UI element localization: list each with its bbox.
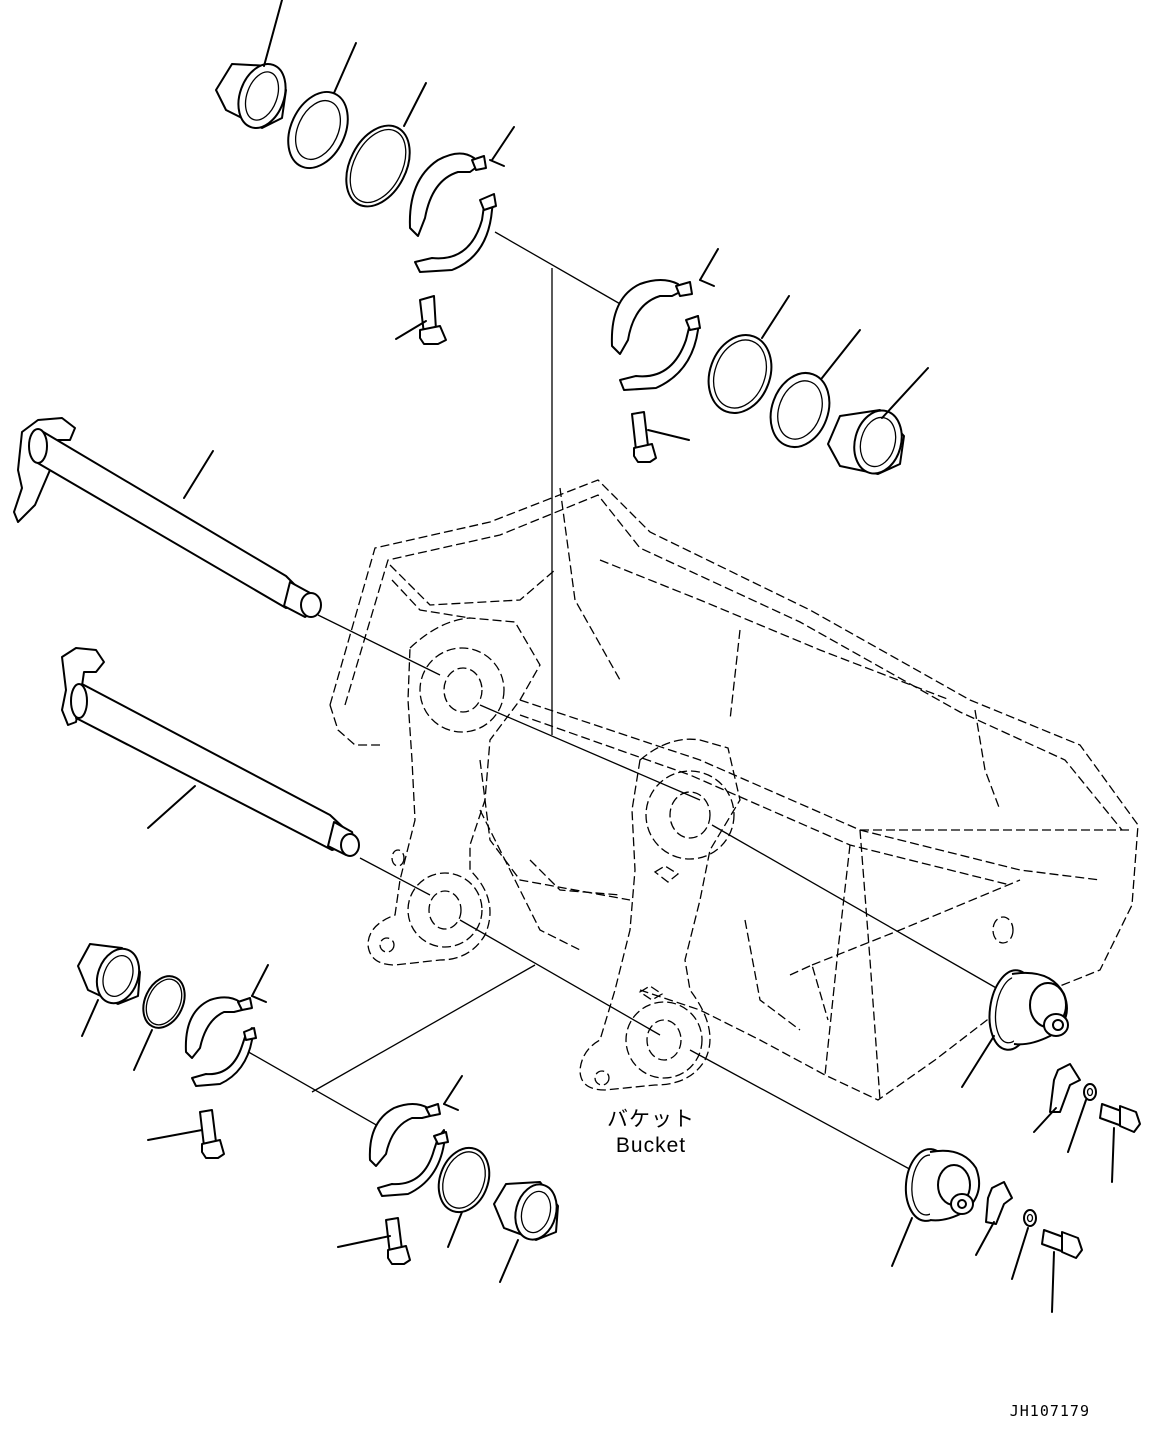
bolt-upper-right xyxy=(1100,1104,1140,1132)
split-retainer-top-right xyxy=(612,280,700,390)
end-cap-upper-right xyxy=(985,967,1068,1052)
assembly-lines xyxy=(245,232,1005,1172)
left-mounting-bracket xyxy=(368,618,540,965)
bolt-top-left xyxy=(420,296,446,344)
washer-upper-right xyxy=(1084,1084,1096,1100)
lower-pin xyxy=(62,648,359,856)
bushing-top-right xyxy=(828,405,908,479)
bushing-bottom-left xyxy=(78,943,146,1009)
o-ring-top-right xyxy=(698,326,782,422)
split-retainer-bottom-left xyxy=(186,997,256,1086)
split-retainer-top-left xyxy=(410,153,496,272)
bolt-bottom-left xyxy=(200,1110,224,1158)
end-cap-lower-right xyxy=(903,1147,979,1223)
bucket-label-japanese: バケット xyxy=(607,1108,695,1131)
o-ring-top-left xyxy=(334,115,423,217)
lock-plate-upper-right xyxy=(1050,1064,1080,1112)
drawing-code: JH107179 xyxy=(1010,1402,1090,1420)
bushing-top-left xyxy=(216,57,294,134)
bucket-label-english: Bucket xyxy=(616,1134,686,1157)
o-ring-bottom-left xyxy=(135,969,192,1034)
bolt-bottom-middle xyxy=(386,1218,410,1264)
o-ring-bottom-middle xyxy=(430,1141,498,1219)
right-mounting-bracket xyxy=(580,739,740,1090)
bolt-top-right xyxy=(632,412,656,462)
shim-top-right xyxy=(761,365,840,456)
shim-top-left xyxy=(277,82,360,177)
washer-lower-right xyxy=(1024,1210,1036,1226)
bushing-bottom-middle xyxy=(494,1180,563,1244)
leader-lines xyxy=(82,0,1114,1312)
bolt-lower-right xyxy=(1042,1230,1082,1258)
upper-pin xyxy=(14,418,321,617)
lock-plate-lower-right xyxy=(986,1182,1012,1224)
split-retainer-bottom-middle xyxy=(370,1104,448,1196)
